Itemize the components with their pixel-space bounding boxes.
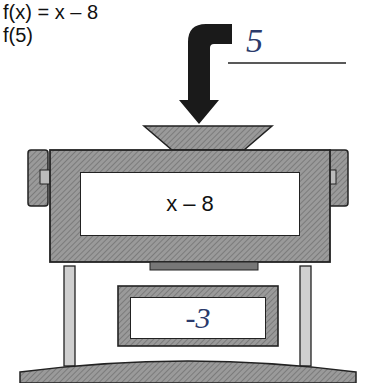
rule-box: x – 8	[80, 172, 300, 236]
machine-body	[50, 150, 330, 262]
function-call: f(5)	[3, 24, 33, 47]
machine-leg	[300, 266, 311, 366]
machine-leg	[64, 266, 75, 366]
output-frame	[118, 286, 278, 346]
node-text: x – 8	[166, 191, 214, 217]
node-text: -3	[186, 301, 211, 335]
output-box: -3	[130, 297, 266, 339]
machine-slot	[150, 262, 258, 270]
function-rule: f(x) = x – 8	[3, 1, 98, 24]
answer-line	[228, 62, 346, 63]
handwritten-input: 5	[246, 22, 263, 60]
input-arrow	[179, 24, 232, 124]
funnel	[144, 126, 272, 150]
machine-base	[20, 361, 356, 383]
